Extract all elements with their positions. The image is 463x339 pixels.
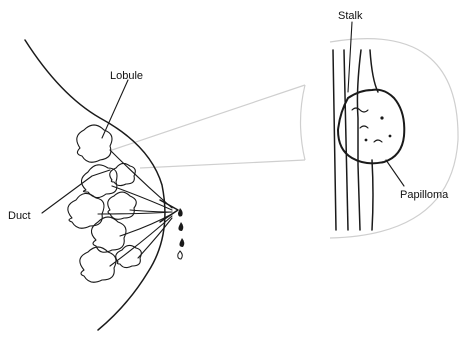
lobule-5	[80, 247, 116, 282]
lobule-6	[108, 192, 137, 219]
duct-line-1	[110, 150, 172, 208]
duct-line-7	[138, 218, 172, 258]
duct-line-5	[110, 216, 172, 266]
magnifier-guide-left-arc	[301, 85, 306, 160]
papilloma-texture-3	[374, 140, 382, 142]
papilloma-leader-line	[386, 160, 404, 186]
discharge-drop-4	[178, 251, 182, 259]
lobule-1	[77, 125, 112, 162]
magnifier-guide-lower	[140, 160, 305, 168]
lobule-3	[68, 193, 104, 228]
papilloma-outline	[338, 90, 404, 164]
discharge-drop-2	[178, 222, 183, 231]
papilloma-texture-2	[360, 126, 368, 128]
papilloma-label: Papilloma	[400, 189, 449, 201]
magnifier-guides	[112, 39, 458, 238]
duct-wall-outer-right-bottom	[372, 160, 373, 230]
lobule-leader-line	[102, 80, 128, 138]
duct-wall-inner-right	[357, 50, 361, 230]
discharge-drop-1	[178, 208, 183, 217]
stalk-label: Stalk	[338, 10, 363, 22]
papilloma-dot-3	[389, 135, 392, 138]
duct-leader-line	[42, 170, 110, 213]
papilloma-dot-2	[365, 139, 368, 142]
duct-label: Duct	[8, 210, 31, 222]
stalk-leader-line	[348, 22, 352, 92]
duct-wall-outer-left	[333, 50, 336, 230]
duct-wall-inner-left	[344, 50, 348, 230]
papilloma-texture-1	[352, 108, 368, 112]
papilloma-mass	[338, 90, 404, 164]
nipple-discharge	[178, 208, 184, 259]
magnifier-guide-upper	[112, 85, 305, 150]
lobule-label: Lobule	[110, 70, 143, 82]
papilloma-dot-1	[380, 116, 383, 119]
discharge-drop-3	[179, 238, 184, 247]
breast-outline	[25, 40, 165, 330]
duct-line-6	[130, 210, 172, 212]
duct-wall-outer-right-top	[370, 50, 378, 92]
lobule-7	[110, 163, 136, 185]
lobule-cluster	[68, 125, 141, 282]
